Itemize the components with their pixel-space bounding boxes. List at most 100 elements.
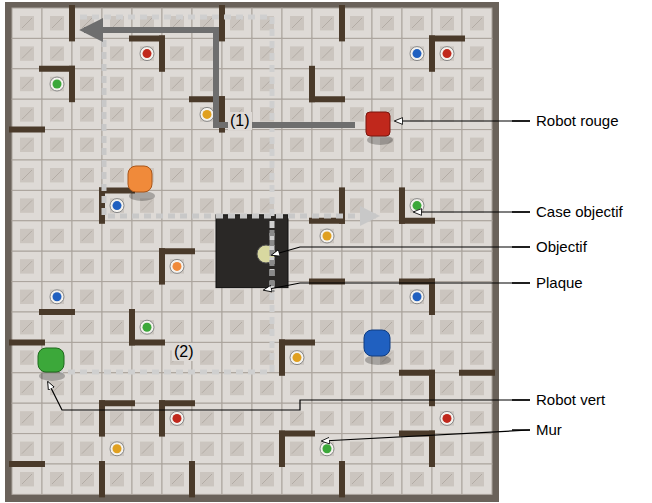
board-cell xyxy=(222,160,252,190)
board-cell xyxy=(402,403,432,433)
board-cell xyxy=(462,464,492,494)
board-cell xyxy=(402,190,432,220)
wall xyxy=(312,279,342,285)
board-cell xyxy=(432,160,462,190)
board-cell xyxy=(192,373,222,403)
board-cell xyxy=(432,38,462,68)
board-cell xyxy=(42,38,72,68)
board-cell xyxy=(12,373,42,403)
board-cell xyxy=(72,38,102,68)
part-label: Robot vert xyxy=(536,391,605,409)
board-cell xyxy=(42,251,72,281)
wall xyxy=(429,434,435,464)
board-cell xyxy=(252,38,282,68)
robot-orange xyxy=(128,166,152,192)
board-cell xyxy=(102,130,132,160)
board-cell xyxy=(252,434,282,464)
board-cell xyxy=(402,342,432,372)
board-cell xyxy=(192,342,222,372)
board-cell xyxy=(312,434,342,464)
board-cell xyxy=(462,190,492,220)
callout-number: (1) xyxy=(228,112,252,130)
board-cell xyxy=(12,312,42,342)
wall xyxy=(69,8,75,38)
board-cell xyxy=(102,403,132,433)
wall xyxy=(312,218,342,224)
board-cell xyxy=(42,282,72,312)
board-cell xyxy=(72,403,102,433)
board-cell xyxy=(102,8,132,38)
board-cell xyxy=(372,464,402,494)
board-cell xyxy=(222,403,252,433)
board-cell xyxy=(42,8,72,38)
board-cell xyxy=(132,221,162,251)
wall xyxy=(159,403,165,433)
board-cell xyxy=(222,38,252,68)
board-cell xyxy=(402,99,432,129)
board-cell xyxy=(132,251,162,281)
board-cell xyxy=(192,464,222,494)
dashed-path xyxy=(60,17,272,372)
board-cell xyxy=(312,342,342,372)
board-cell xyxy=(462,342,492,372)
board-cell xyxy=(432,312,462,342)
board-cell xyxy=(72,69,102,99)
board-cell xyxy=(12,282,42,312)
wall xyxy=(402,218,432,224)
robot-blue xyxy=(364,330,390,356)
board-cell xyxy=(252,373,282,403)
board-cell xyxy=(12,8,42,38)
board-cell xyxy=(432,251,462,281)
board-cell xyxy=(192,434,222,464)
wall xyxy=(339,8,345,38)
wall xyxy=(429,373,435,403)
board-cell xyxy=(402,38,432,68)
target-symbol xyxy=(110,442,124,456)
wall xyxy=(189,464,195,494)
board-cell xyxy=(342,69,372,99)
board-cell xyxy=(432,69,462,99)
board-cell xyxy=(42,160,72,190)
board-cell xyxy=(312,464,342,494)
board-cell xyxy=(282,69,312,99)
robot-red xyxy=(366,112,390,136)
board-cell xyxy=(372,160,402,190)
board-cell xyxy=(462,251,492,281)
board-cell xyxy=(372,8,402,38)
board-cell xyxy=(312,251,342,281)
board-cell xyxy=(372,282,402,312)
wall xyxy=(282,339,312,345)
board-cell xyxy=(162,251,192,281)
board-cell xyxy=(282,434,312,464)
board-cell xyxy=(402,251,432,281)
board-cell xyxy=(372,403,402,433)
wall xyxy=(69,69,75,99)
board-cell xyxy=(132,373,162,403)
board-cell xyxy=(162,312,192,342)
board-cell xyxy=(462,99,492,129)
part-label: Mur xyxy=(536,421,562,439)
wall xyxy=(99,190,105,220)
board-cell xyxy=(312,160,342,190)
wall xyxy=(402,279,432,285)
board-cell xyxy=(222,342,252,372)
board-cell xyxy=(162,373,192,403)
board-cell xyxy=(282,403,312,433)
target-symbol xyxy=(200,107,214,121)
board-cell xyxy=(12,160,42,190)
plate xyxy=(216,215,288,288)
board-cell xyxy=(132,403,162,433)
wall xyxy=(432,35,462,41)
board-cell xyxy=(252,403,282,433)
board-cell xyxy=(132,69,162,99)
board-cell xyxy=(342,160,372,190)
board-cell xyxy=(72,190,102,220)
target-symbol xyxy=(50,77,64,91)
board-cell xyxy=(372,38,402,68)
board-cell xyxy=(432,99,462,129)
wall xyxy=(279,342,285,372)
board-cell xyxy=(42,434,72,464)
wall xyxy=(309,69,315,99)
target-symbol xyxy=(410,199,424,213)
board-cell xyxy=(72,221,102,251)
